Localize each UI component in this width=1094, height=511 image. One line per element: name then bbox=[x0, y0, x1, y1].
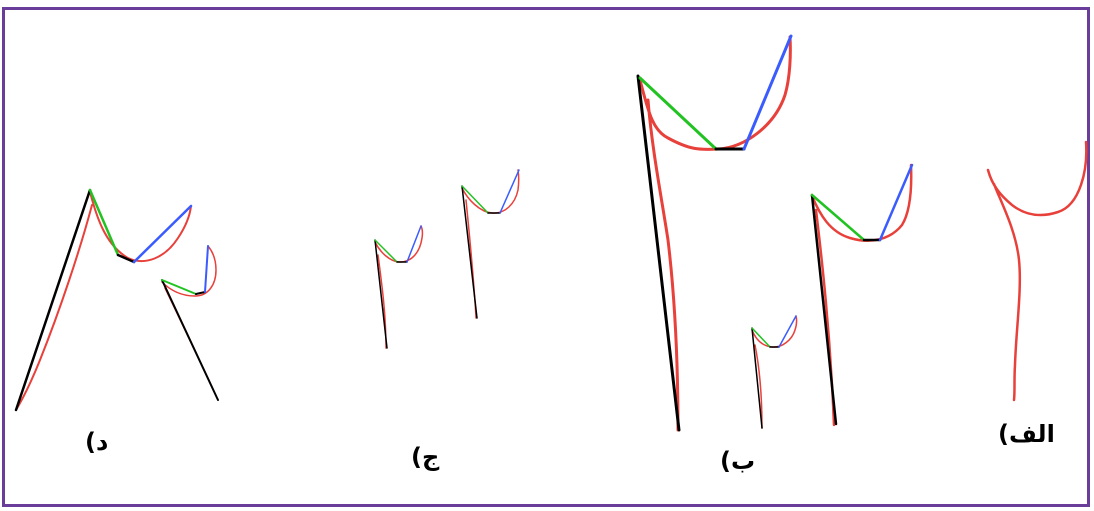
segment-black-long bbox=[161, 279, 219, 401]
segment-green bbox=[461, 185, 489, 214]
handwritten-stroke bbox=[161, 245, 219, 401]
panel-label-alef: الف) bbox=[998, 420, 1055, 448]
panel-alef-glyph bbox=[986, 140, 1088, 402]
segment-green bbox=[810, 193, 866, 242]
segment-black-long bbox=[14, 188, 92, 412]
handwritten-stroke bbox=[638, 35, 792, 432]
panel-be-large-glyph bbox=[636, 34, 793, 432]
segment-blue bbox=[204, 245, 209, 293]
handwritten-stroke bbox=[374, 225, 424, 349]
segment-black-long bbox=[810, 193, 838, 426]
panel-label-dal: د) bbox=[85, 428, 109, 456]
segment-black-short bbox=[116, 253, 136, 264]
segment-black-long bbox=[636, 74, 681, 432]
handwritten-stroke bbox=[751, 315, 798, 429]
handwritten-stroke bbox=[15, 191, 192, 411]
panel-dal-large-glyph bbox=[14, 188, 193, 412]
segment-black-long bbox=[374, 239, 388, 349]
segment-green bbox=[638, 76, 718, 151]
segment-blue bbox=[499, 169, 520, 214]
segment-blue bbox=[878, 163, 914, 242]
figure-frame bbox=[2, 7, 1090, 507]
segment-blue bbox=[406, 225, 422, 263]
segment-blue bbox=[742, 34, 793, 151]
segment-green bbox=[374, 239, 398, 263]
segment-green bbox=[161, 279, 197, 295]
panel-label-be: ب) bbox=[720, 447, 756, 475]
segment-green bbox=[88, 188, 120, 257]
segment-black-short bbox=[195, 291, 206, 295]
handwritten-stroke bbox=[986, 140, 1088, 402]
panel-jim-right-glyph bbox=[461, 169, 520, 319]
segment-blue bbox=[132, 204, 193, 264]
handwritten-stroke bbox=[461, 169, 520, 319]
segment-black-long bbox=[751, 327, 763, 429]
segment-green bbox=[751, 327, 771, 348]
panel-dal-small-glyph bbox=[161, 245, 219, 401]
segment-blue bbox=[778, 315, 797, 348]
panel-be-medium-glyph bbox=[810, 163, 914, 427]
panel-label-jim: ج) bbox=[411, 443, 440, 471]
segment-black-long bbox=[461, 185, 478, 319]
panel-jim-left-glyph bbox=[374, 225, 424, 349]
panel-be-small-glyph bbox=[751, 315, 798, 429]
